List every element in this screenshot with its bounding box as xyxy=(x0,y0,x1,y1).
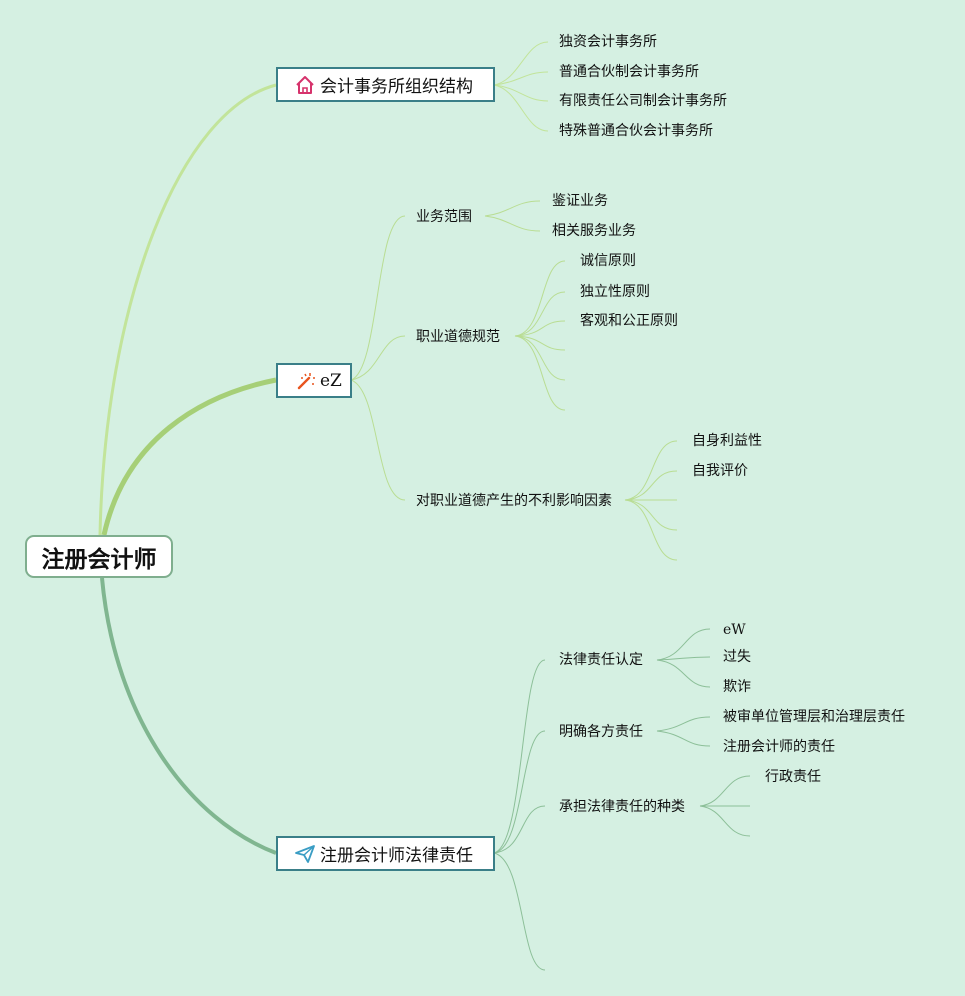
leaf-administrative-liability[interactable]: 行政责任 xyxy=(765,769,821,785)
branch-node-legal-liability[interactable]: 注册会计师法律责任 xyxy=(276,836,495,871)
branch-label: 注册会计师法律责任 xyxy=(320,846,473,866)
leaf-ew[interactable]: eW xyxy=(723,622,746,638)
subbranch-liability-types[interactable]: 承担法律责任的种类 xyxy=(559,799,685,815)
leaf-independence-principle[interactable]: 独立性原则 xyxy=(580,284,650,300)
leaf-objectivity-principle[interactable]: 客观和公正原则 xyxy=(580,313,678,329)
leaf-integrity-principle[interactable]: 诚信原则 xyxy=(580,253,636,269)
link-root-branch2 xyxy=(101,377,277,536)
leaf-sole-proprietorship[interactable]: 独资会计事务所 xyxy=(559,34,657,50)
link-root-branch1 xyxy=(98,83,277,536)
leaf-limited-liability[interactable]: 有限责任公司制会计事务所 xyxy=(559,93,727,109)
leaf-self-review[interactable]: 自我评价 xyxy=(692,463,748,479)
branch-node-ez[interactable]: eZ xyxy=(276,363,352,398)
leaf-negligence[interactable]: 过失 xyxy=(723,649,751,665)
paper-plane-icon xyxy=(294,843,316,865)
leaf-related-services[interactable]: 相关服务业务 xyxy=(552,223,636,239)
branch-label: eZ xyxy=(320,370,342,391)
leaf-fraud[interactable]: 欺诈 xyxy=(723,679,751,695)
subbranch-party-responsibilities[interactable]: 明确各方责任 xyxy=(559,724,643,740)
subbranch-business-scope[interactable]: 业务范围 xyxy=(416,209,472,225)
subbranch-ethics-threats[interactable]: 对职业道德产生的不利影响因素 xyxy=(416,493,612,509)
root-node[interactable]: 注册会计师 xyxy=(25,535,173,578)
leaf-assurance-business[interactable]: 鉴证业务 xyxy=(552,193,608,209)
house-icon xyxy=(294,74,316,96)
leaf-auditor-responsibility[interactable]: 注册会计师的责任 xyxy=(723,739,835,755)
leaf-management-responsibility[interactable]: 被审单位管理层和治理层责任 xyxy=(723,709,905,725)
branch-node-firm-structure[interactable]: 会计事务所组织结构 xyxy=(276,67,495,102)
subbranch-ethics-code[interactable]: 职业道德规范 xyxy=(416,329,500,345)
leaf-special-general-partnership[interactable]: 特殊普通合伙会计事务所 xyxy=(559,123,713,139)
link-root-branch3 xyxy=(100,577,277,855)
leaf-self-interest[interactable]: 自身利益性 xyxy=(692,433,762,449)
subbranch-liability-determination[interactable]: 法律责任认定 xyxy=(559,652,643,668)
magic-wand-icon xyxy=(294,370,316,392)
leaf-general-partnership[interactable]: 普通合伙制会计事务所 xyxy=(559,64,699,80)
branch-label: 会计事务所组织结构 xyxy=(320,77,473,97)
